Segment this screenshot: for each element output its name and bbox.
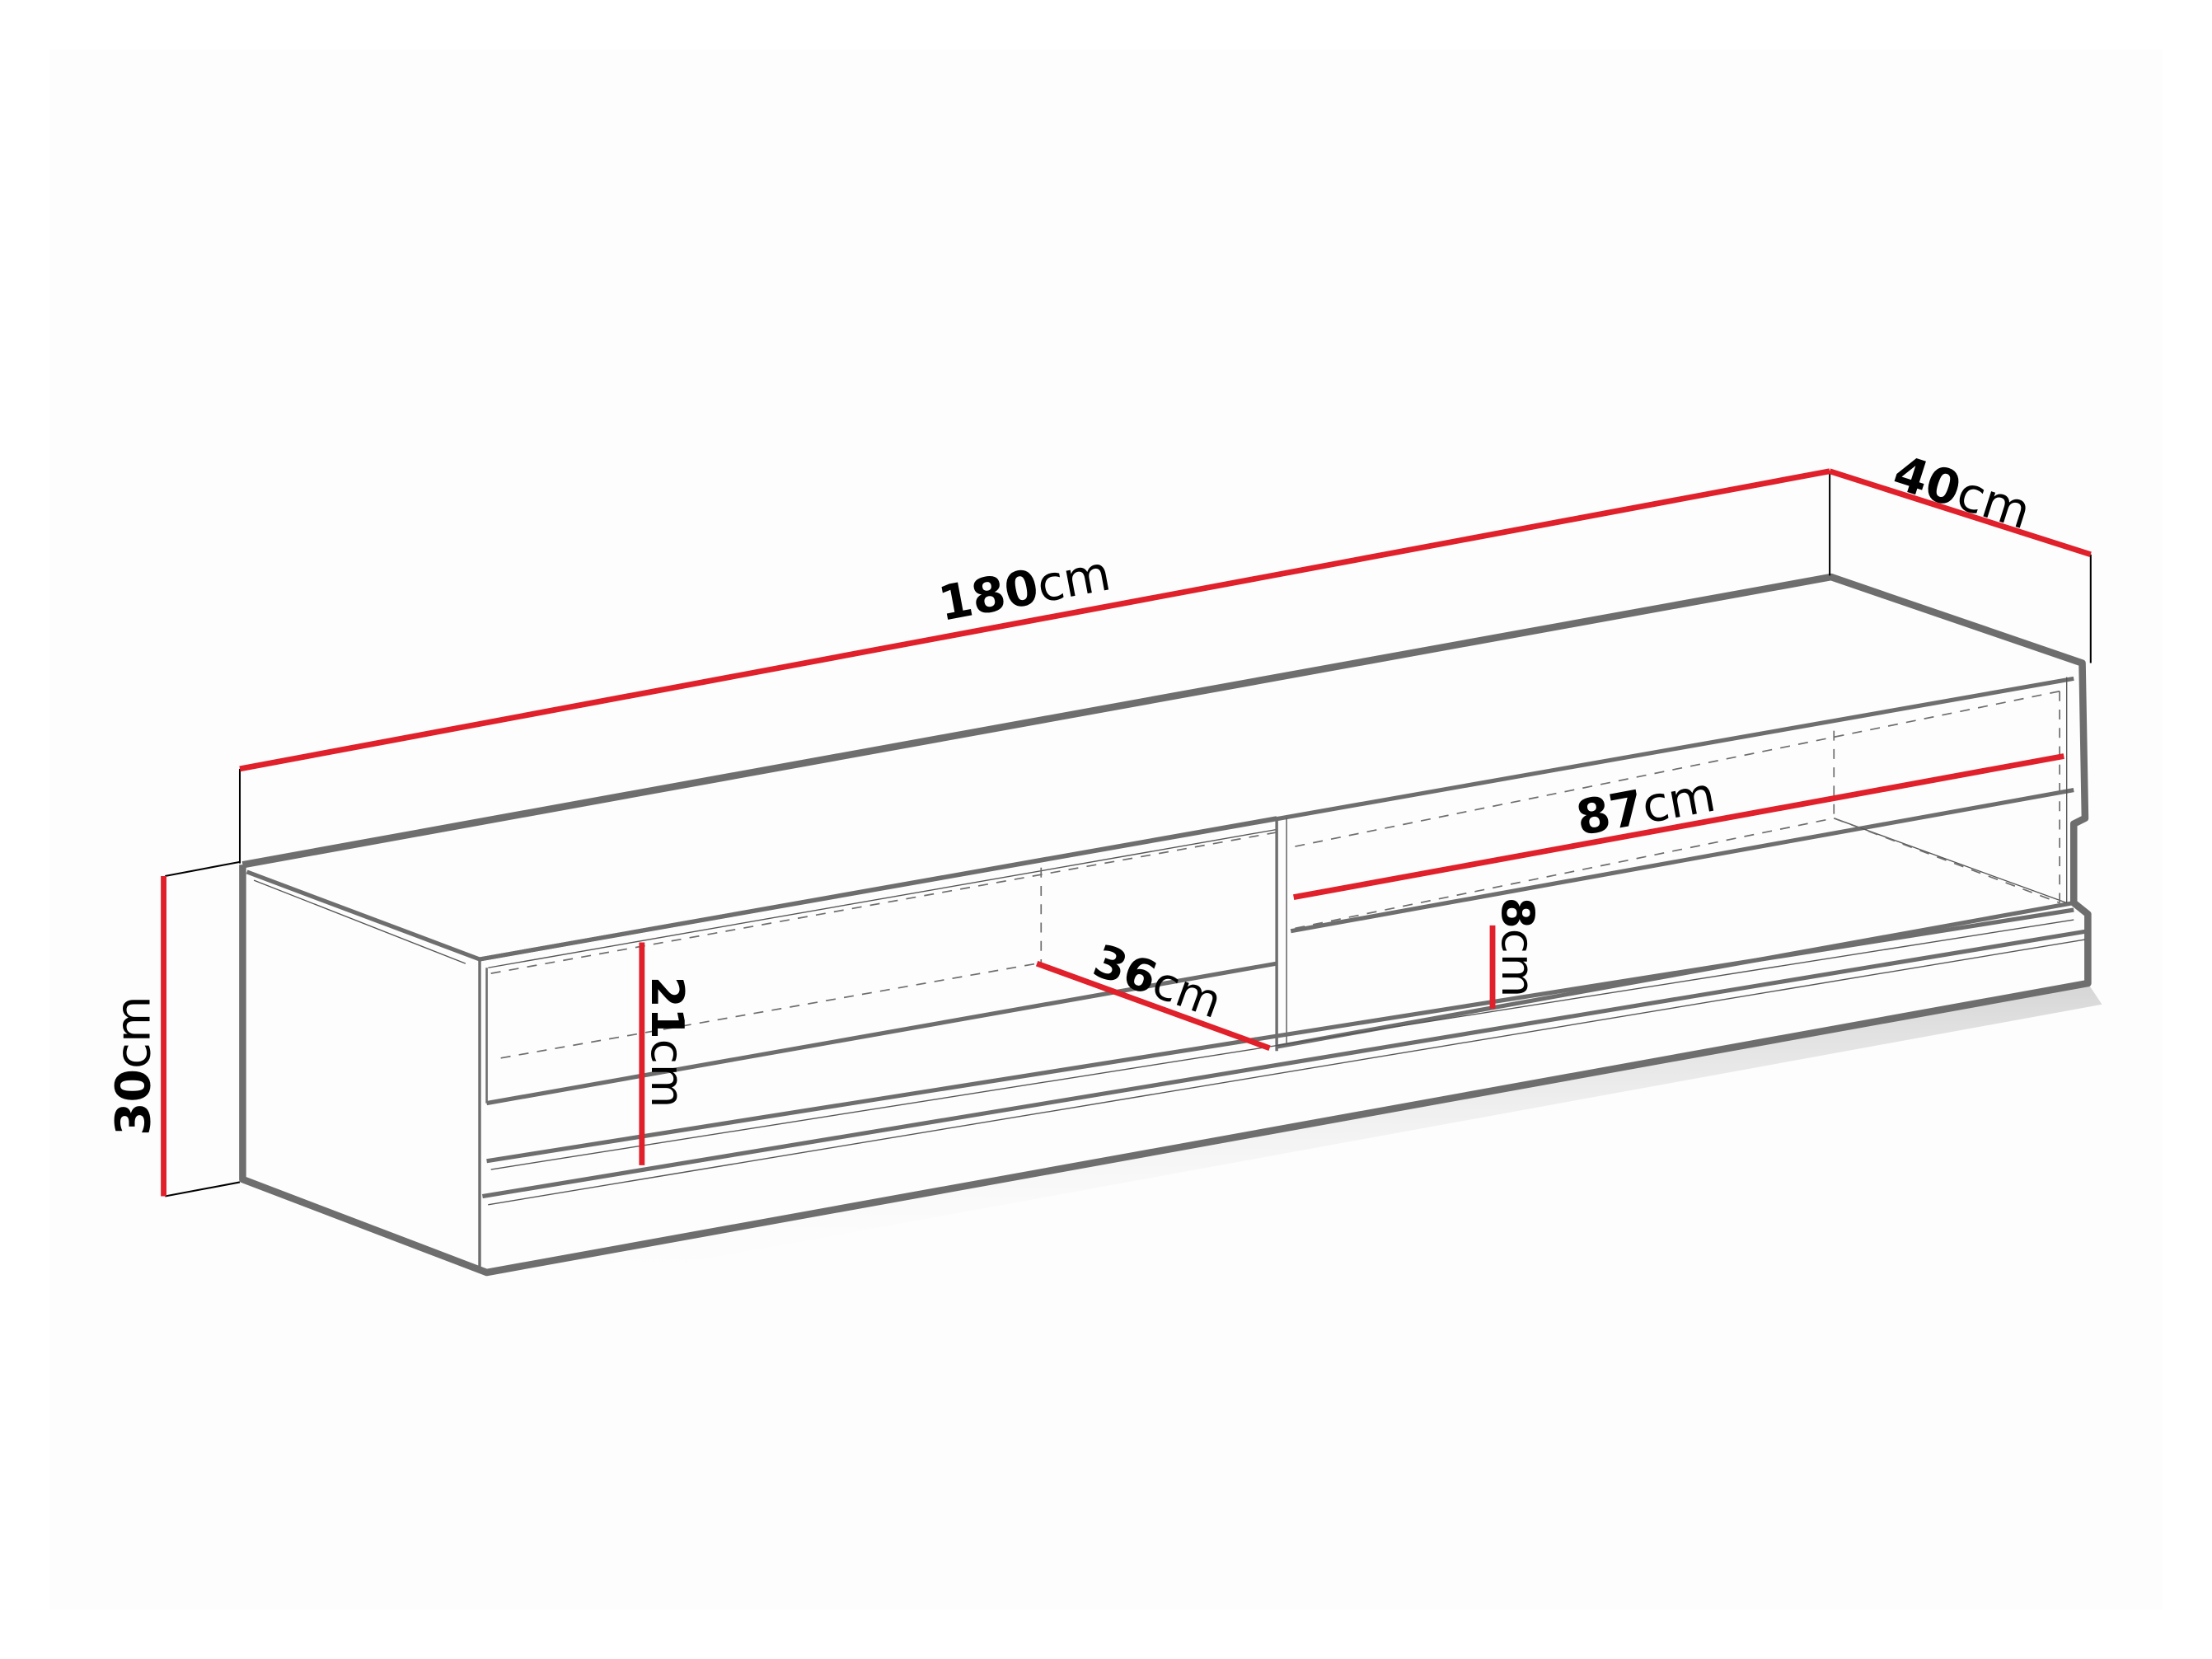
label-compartment-depth: 36cm: [1087, 934, 1229, 1029]
label-shelf-height: 8cm: [1492, 897, 1544, 998]
cabinet-body: [239, 573, 2092, 1277]
dim-line-180: [239, 468, 1830, 772]
label-shelf-width: 87cm: [1572, 766, 1719, 847]
cabinet-shadow: [486, 983, 2102, 1296]
dim-line-36: [1035, 960, 1271, 1052]
svg-text:40cm: 40cm: [1886, 444, 2036, 540]
svg-text:36cm: 36cm: [1087, 934, 1229, 1029]
svg-text:30cm: 30cm: [105, 996, 161, 1136]
svg-text:8cm: 8cm: [1492, 897, 1544, 998]
dim-line-87: [1293, 753, 2064, 901]
dimension-lines: [161, 468, 2092, 1197]
svg-text:21cm: 21cm: [641, 977, 694, 1108]
label-compartment-height: 21cm: [641, 977, 694, 1108]
svg-text:180cm: 180cm: [935, 545, 1115, 631]
dim-line-40: [1829, 468, 2092, 557]
svg-text:87cm: 87cm: [1572, 766, 1719, 847]
label-height: 30cm: [105, 996, 161, 1136]
label-width: 180cm: [935, 545, 1115, 631]
hidden-lines: [490, 690, 2060, 1059]
extension-lines: [165, 471, 2092, 1197]
label-depth: 40cm: [1886, 444, 2036, 540]
diagram-background: [49, 49, 2163, 1610]
